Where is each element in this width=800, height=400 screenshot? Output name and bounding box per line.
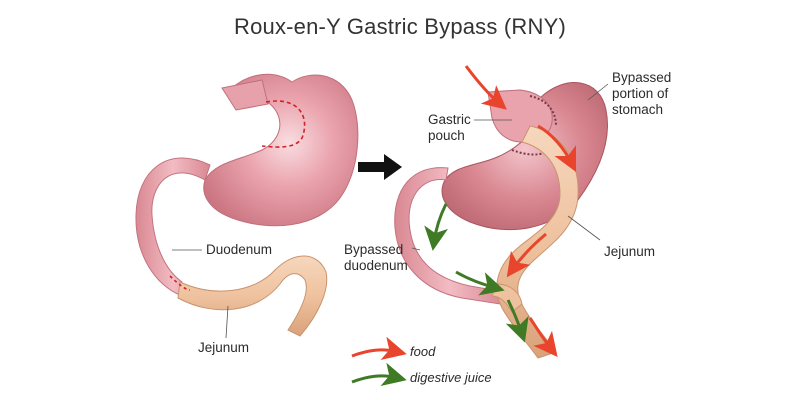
label-bypassed-duodenum-line2: duodenum <box>344 258 408 273</box>
label-jejunum-right: Jejunum <box>604 244 656 259</box>
normal-anatomy <box>135 73 359 339</box>
juice-arrow-3 <box>505 299 529 343</box>
left-duodenum-cut <box>169 275 191 291</box>
legend-juice-label: digestive juice <box>410 370 492 385</box>
juice-arrow-2 <box>455 270 505 296</box>
right-arrow-icon <box>358 154 402 180</box>
left-jejunum <box>177 255 328 337</box>
label-bypassed-stomach-line2: portion of <box>612 86 669 101</box>
bypass-anatomy <box>394 65 609 359</box>
food-arrow-2 <box>537 124 577 173</box>
diagram-title: Roux-en-Y Gastric Bypass (RNY) <box>233 14 566 39</box>
staple-line <box>529 95 557 127</box>
label-bypassed-stomach-line1: Bypassed <box>612 70 672 85</box>
food-arrow-3 <box>506 232 547 278</box>
leader-bypassed-stomach <box>587 83 609 101</box>
left-duodenum <box>135 157 211 297</box>
left-stomach <box>203 73 359 227</box>
label-duodenum: Duodenum <box>206 242 273 257</box>
leader-jejunum-left <box>225 305 229 339</box>
food-arrow-1 <box>464 65 507 110</box>
left-pouch-outline <box>261 100 306 148</box>
label-bypassed-stomach-line3: stomach <box>612 102 664 117</box>
legend <box>351 336 407 387</box>
label-gastric-pouch-line2: pouch <box>428 128 465 143</box>
leader-jejunum-right <box>567 215 601 241</box>
leader-bypassed-duodenum <box>411 247 421 251</box>
legend-juice-arrow <box>351 362 407 387</box>
label-bypassed-duodenum: Bypassed duodenum <box>344 242 408 274</box>
legend-food-label: food <box>410 344 436 359</box>
label-gastric-pouch-line1: Gastric <box>428 112 471 127</box>
label-jejunum-left: Jejunum <box>198 340 250 355</box>
food-arrow-4 <box>528 317 558 358</box>
juice-arrow-1 <box>424 203 449 251</box>
left-esophagus <box>221 79 269 111</box>
label-bypassed-duodenum-line1: Bypassed <box>344 242 404 257</box>
label-gastric-pouch: Gastric pouch <box>428 112 471 144</box>
label-bypassed-stomach: Bypassed portion of stomach <box>612 70 671 118</box>
legend-food-arrow <box>351 336 407 361</box>
bypassed-duodenum <box>394 167 506 305</box>
